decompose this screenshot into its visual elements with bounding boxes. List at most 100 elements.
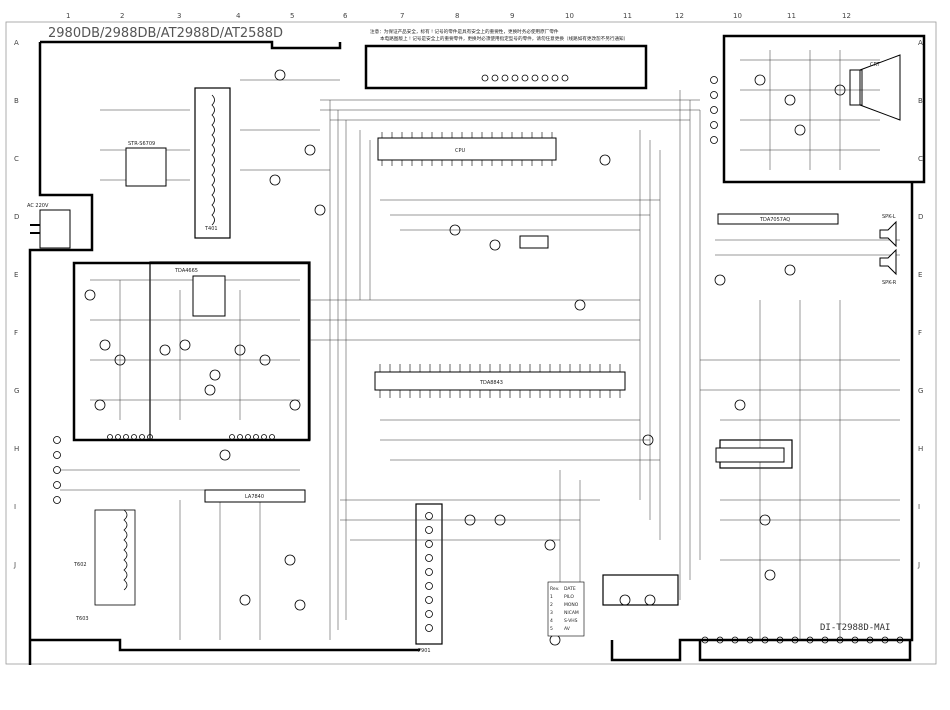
notice-line-1: 注意：为保证产品安全，标有 ! 记号的零件是具有安全上的重要性，更换时务必使用原… [370, 28, 559, 35]
grid-column-label: 7 [400, 12, 404, 20]
grid-row-label: F [14, 329, 18, 337]
revision-table-cell: MONO [564, 602, 579, 608]
label-power-ic: STR-S6709 [128, 141, 155, 147]
transistor-symbol [239, 594, 251, 606]
grid-row-label: A [918, 39, 923, 47]
transistor-symbols [84, 69, 846, 646]
transistor-symbol [269, 174, 281, 186]
label-cpu: CPU [455, 148, 466, 154]
label-crt: CRT [870, 62, 881, 68]
label-spk-l: SPK-L [882, 214, 896, 220]
grid-row-label: C [14, 155, 19, 163]
label-audio-amp: TDA7057AQ [759, 217, 790, 223]
grid-row-label: J [917, 561, 920, 569]
grid-column-label: 10 [565, 12, 574, 20]
grid-row-label: D [918, 213, 923, 221]
transistor-symbol [84, 289, 96, 301]
grid-column-label: 12 [842, 12, 851, 20]
sheet-border [5, 21, 937, 665]
transistor-symbol [644, 594, 656, 606]
label-ac-input: AC 220V [27, 203, 49, 209]
grid-row-label: E [14, 271, 18, 279]
ac-plug-icon [30, 209, 71, 249]
grid-row-label: B [14, 97, 19, 105]
label-pal-ic: TDA4665 [174, 268, 198, 274]
component-labels: AC 220V CPU TDA8843 TDA7057AQ CRT T401 S… [27, 62, 897, 654]
transistor-symbol [489, 239, 501, 251]
revision-table-cell: 3 [550, 610, 553, 616]
grid-row-label: H [14, 445, 19, 453]
transistor-symbol [794, 124, 806, 136]
grid-row-label: J [13, 561, 16, 569]
connector-bottom-right [701, 636, 904, 644]
drawing-number: DI-T2988D-MAI [820, 623, 890, 633]
label-vert-ic: LA7840 [245, 494, 264, 500]
transistor-symbol [159, 344, 171, 356]
grid-row-label: I [918, 503, 920, 511]
audio-amp-ic [717, 213, 839, 225]
transistor-symbol [599, 154, 611, 166]
transistor-symbol [314, 204, 326, 216]
ic-packages [125, 137, 839, 503]
transistor-symbol [294, 599, 306, 611]
grid-row-label: F [918, 329, 922, 337]
grid-row-label: G [918, 387, 923, 395]
connector-top-keys [481, 74, 569, 82]
label-spk-r: SPK-R [882, 280, 897, 286]
revision-table-cell: 4 [550, 618, 553, 624]
transistor-symbol [289, 399, 301, 411]
transistor-symbol [259, 354, 271, 366]
sub-boxes [149, 87, 793, 645]
transistor-symbol [834, 84, 846, 96]
connector-crt-left [710, 76, 718, 144]
transistor-symbol [179, 339, 191, 351]
transistor-symbol [784, 94, 796, 106]
transistor-symbol [449, 224, 461, 236]
crt-socket [849, 54, 901, 121]
transistor-symbol [759, 514, 771, 526]
grid-row-label: H [918, 445, 923, 453]
transistor-symbol [304, 144, 316, 156]
grid-column-label: 6 [343, 12, 348, 20]
transistor-symbol [494, 514, 506, 526]
label-t603: T603 [75, 616, 89, 622]
grid-column-label: 11 [787, 12, 796, 20]
vertical-ic [204, 489, 306, 503]
grid-row-label: G [14, 387, 19, 395]
transistor-symbol [549, 634, 561, 646]
grid-row-label: C [918, 155, 923, 163]
grid-column-label: 1 [66, 12, 70, 20]
revision-table-cell: 1 [550, 594, 553, 600]
transistor-symbol [114, 354, 126, 366]
pal-decoder-ic [192, 275, 226, 317]
transistor-symbol [274, 69, 286, 81]
revision-table-cell: S-VHS [564, 618, 578, 624]
grid-column-label: 10 [733, 12, 742, 20]
transistor-symbol [209, 369, 221, 381]
section-outlines [28, 34, 926, 665]
transistor-symbol [619, 594, 631, 606]
revision-table-cell: AV [564, 626, 571, 632]
transistor-symbol [204, 384, 216, 396]
connector-p901 [425, 512, 433, 632]
transistor-symbol [754, 74, 766, 86]
grid-row-label: E [918, 271, 922, 279]
transistor-symbol [784, 264, 796, 276]
grid-column-label: 3 [177, 12, 181, 20]
grid-column-label: 5 [290, 12, 294, 20]
transformer-coils [94, 94, 215, 606]
schematic-title: 2980DB/2988DB/AT2988D/AT2588D [48, 26, 283, 41]
transistor-symbol [734, 399, 746, 411]
transistor-symbol [284, 554, 296, 566]
grid-row-label: B [918, 97, 923, 105]
grid-column-label: 12 [675, 12, 684, 20]
ic-pins [379, 132, 621, 398]
revision-table-cell: 2 [550, 602, 553, 608]
grid-row-label: I [14, 503, 16, 511]
transistor-symbol [464, 514, 476, 526]
power-ic [125, 147, 167, 187]
sound-ic [715, 447, 785, 463]
revision-table-cell: 5 [550, 626, 553, 632]
grid-column-label: 4 [236, 12, 241, 20]
